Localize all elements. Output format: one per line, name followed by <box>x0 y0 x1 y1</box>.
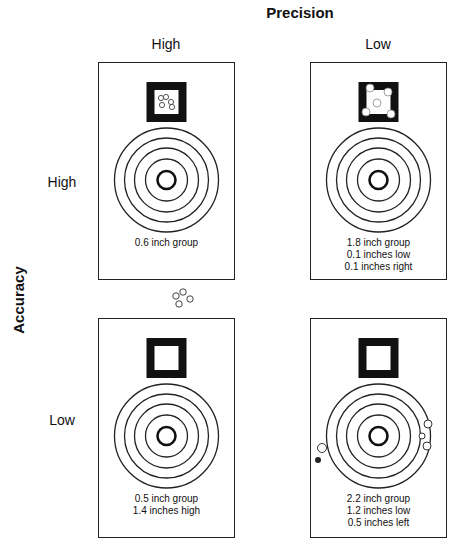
target-panel: 0.5 inch group1.4 inches high <box>98 318 235 538</box>
caption-line: 0.5 inch group <box>103 493 230 505</box>
caption-line: 0.5 inches left <box>315 517 442 529</box>
caption: 2.2 inch group1.2 inches low0.5 inches l… <box>315 493 442 529</box>
column-header: High <box>152 36 181 52</box>
caption-line: 1.8 inch group <box>315 237 442 249</box>
target <box>315 338 432 488</box>
target <box>327 82 431 232</box>
target-panel: 2.2 inch group1.2 inches low0.5 inches l… <box>310 318 447 538</box>
axis-title: Accuracy <box>10 266 27 334</box>
caption-line: 1.4 inches high <box>103 505 230 517</box>
axis-title: Precision <box>266 4 334 21</box>
target-panel: 0.6 inch group <box>98 62 235 280</box>
target-panel: 1.8 inch group0.1 inches low0.1 inches r… <box>310 62 447 280</box>
caption-line: 1.2 inches low <box>315 505 442 517</box>
caption-line: 0.1 inches right <box>315 261 442 273</box>
caption-line: 0.1 inches low <box>315 249 442 261</box>
caption: 0.5 inch group1.4 inches high <box>103 493 230 517</box>
caption-line: 2.2 inch group <box>315 493 442 505</box>
row-header: High <box>48 174 77 190</box>
target <box>115 82 219 232</box>
column-header: Low <box>365 36 391 52</box>
caption: 1.8 inch group0.1 inches low0.1 inches r… <box>315 237 442 273</box>
caption: 0.6 inch group <box>103 237 230 249</box>
row-header: Low <box>49 412 75 428</box>
caption-line: 0.6 inch group <box>103 237 230 249</box>
